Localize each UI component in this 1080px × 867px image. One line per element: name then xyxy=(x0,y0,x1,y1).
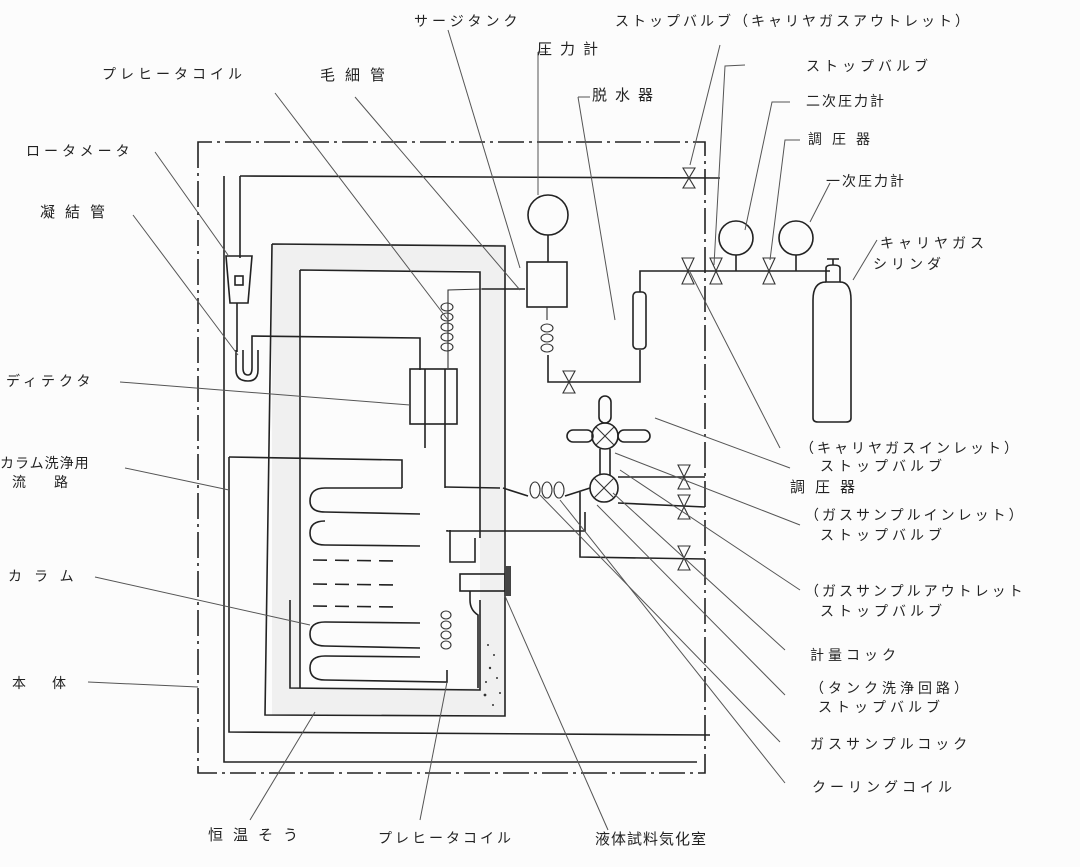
pipe xyxy=(447,288,483,368)
label-carrier-gas-cylinder-2: シリンダ xyxy=(873,257,945,273)
pipe xyxy=(617,476,706,508)
label-pressure-gauge: 圧力計 xyxy=(537,40,607,58)
label-condenser-tube: 凝結管 xyxy=(40,203,116,221)
detector-leads xyxy=(424,369,446,488)
thermostat-insulation xyxy=(272,244,505,715)
label-capillary: 毛細管 xyxy=(320,66,396,84)
carrier-supply-line xyxy=(639,270,830,292)
label-gas-sample-inlet-2: ストップバルブ xyxy=(820,528,946,544)
insulation-dots xyxy=(483,644,501,706)
label-column-flush-1: カラム洗浄用 xyxy=(0,456,90,472)
tank-flush-line xyxy=(579,492,706,560)
column-flush-top xyxy=(228,456,403,488)
carrier-gas-cylinder xyxy=(812,281,852,423)
label-regulator-top: 調圧器 xyxy=(808,132,880,148)
pipe xyxy=(444,486,501,489)
stop-valve xyxy=(709,257,723,285)
label-carrier-inlet-valve-2: ストップバルブ xyxy=(820,459,946,475)
label-column: カラム xyxy=(8,569,86,585)
label-gas-sample-outlet-2: ストップバルブ xyxy=(820,604,946,620)
gas-sample-outlet-valve xyxy=(677,494,691,520)
rotameter-float xyxy=(234,275,244,286)
label-column-flush-2: 流 路 xyxy=(12,475,68,491)
condenser-to-detector xyxy=(242,335,421,376)
label-dehydrator: 脱水器 xyxy=(592,86,662,104)
label-thermostat-bath: 恒温そう xyxy=(208,826,309,844)
label-preheater-coil-top: プレヒータコイル xyxy=(102,67,246,83)
rotameter xyxy=(225,255,253,304)
preheater-coil-lower xyxy=(440,610,452,650)
pipe xyxy=(547,350,641,383)
label-gas-sample-cock: ガスサンプルコック xyxy=(810,737,972,753)
label-body: 本 体 xyxy=(12,676,72,692)
gas-sample-inlet-valve xyxy=(677,464,691,490)
primary-pressure-gauge xyxy=(778,220,814,256)
flush-loop-outer xyxy=(223,176,697,763)
label-carrier-gas-cylinder-1: キャリヤガス xyxy=(880,236,988,252)
surge-tank xyxy=(526,261,568,308)
label-stop-valve: ストップバルブ xyxy=(806,59,932,75)
cylinder-valve xyxy=(825,258,841,283)
tank-flush-stop-valve xyxy=(677,545,691,571)
thermostat-bath-outer xyxy=(264,243,506,717)
pipe xyxy=(469,591,479,688)
capillary-coil xyxy=(540,323,554,353)
vaporizer-septum xyxy=(505,566,511,596)
metering-cock xyxy=(566,395,651,450)
pressure-gauge-tank xyxy=(527,194,569,236)
label-surge-tank: サージタンク xyxy=(414,14,522,30)
column xyxy=(309,487,448,683)
label-carrier-inlet-valve-1: （キャリヤガスインレット） xyxy=(800,441,1021,457)
pipe xyxy=(599,449,611,475)
body-outline xyxy=(197,141,706,774)
label-gas-sample-outlet-1: （ガスサンプルアウトレット xyxy=(805,584,1026,600)
label-detector: ディテクタ xyxy=(6,374,95,390)
label-regulator-right: 調圧器 xyxy=(790,478,866,496)
label-tank-flush-1: （タンク洗浄回路） xyxy=(810,681,972,697)
label-stop-valve-carrier-outlet: ストップバルブ（キャリヤガスアウトレット） xyxy=(615,14,972,30)
label-cooling-coil: クーリングコイル xyxy=(812,780,956,796)
carrier-inlet-stop-valve xyxy=(681,257,695,285)
leader-lines xyxy=(87,29,878,831)
carrier-outlet-line xyxy=(239,175,721,179)
label-metering-cock: 計量コック xyxy=(810,648,900,664)
label-rotameter: ロータメータ xyxy=(26,144,134,160)
secondary-pressure-gauge xyxy=(718,220,754,256)
carrier-outlet-stop-valve xyxy=(682,167,696,189)
label-liquid-vaporizer: 液体試料気化室 xyxy=(595,830,708,848)
cooling-coil xyxy=(529,481,565,499)
label-primary-pressure-gauge: 一次圧力計 xyxy=(826,174,906,190)
label-secondary-pressure-gauge: 二次圧力計 xyxy=(806,94,886,110)
label-gas-sample-inlet-1: （ガスサンプルインレット） xyxy=(805,508,1026,524)
preheater-coil-upper xyxy=(440,302,454,352)
gas-sample-cock xyxy=(589,473,619,503)
dehydrator xyxy=(632,291,647,350)
label-tank-flush-2: ストップバルブ xyxy=(818,700,944,716)
pipe xyxy=(449,530,476,563)
thermostat-bath-inner xyxy=(289,269,481,691)
detector xyxy=(409,368,458,425)
pipe xyxy=(446,487,591,532)
regulator-valve xyxy=(762,257,776,285)
column-flush-line xyxy=(228,457,711,736)
condenser-tube xyxy=(235,350,259,382)
label-preheater-coil-bottom: プレヒータコイル xyxy=(378,831,514,847)
stop-valve-surge xyxy=(562,370,576,394)
